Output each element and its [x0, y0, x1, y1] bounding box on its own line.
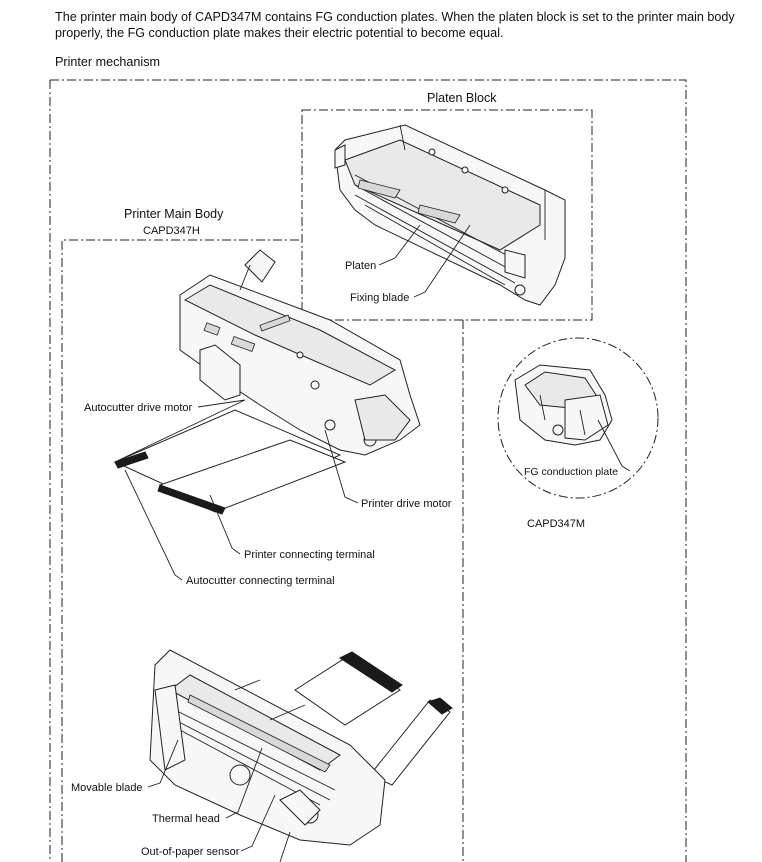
label-printer-main-body: Printer Main Body — [124, 207, 224, 221]
leader-thermal-head — [225, 747, 263, 819]
platen-block-drawing — [334, 124, 566, 306]
label-printer-drive-motor: Printer drive motor — [361, 498, 452, 510]
leader-out-of-paper — [240, 794, 276, 852]
label-out-of-paper-sensor: Out-of-paper sensor — [141, 846, 240, 858]
capd347m-detail-drawing — [514, 364, 613, 446]
leader-printer-motor — [324, 429, 359, 504]
detail-circle — [497, 337, 659, 499]
lower-mechanism-drawing — [149, 649, 453, 846]
label-movable-blade: Movable blade — [71, 782, 143, 794]
label-capd347h: CAPD347H — [143, 225, 200, 237]
label-printer-connecting-terminal: Printer connecting terminal — [244, 549, 375, 561]
label-platen-block: Platen Block — [427, 91, 497, 105]
leader-fixing-blade — [413, 224, 471, 298]
main-body-frame — [61, 239, 302, 862]
leader-platen — [378, 224, 421, 266]
label-fg-conduction-plate: FG conduction plate — [524, 466, 618, 478]
leader-fg-plate — [597, 419, 631, 472]
section-title: Printer mechanism — [55, 55, 160, 69]
leader-autocutter-terminal — [124, 469, 183, 581]
platen-block-frame — [301, 109, 593, 321]
label-fixing-blade: Fixing blade — [350, 292, 409, 304]
leader-bottom — [279, 831, 291, 862]
leader-autocutter-motor — [114, 399, 246, 463]
outer-frame — [50, 79, 687, 862]
label-capd347m: CAPD347M — [527, 518, 585, 530]
leader-movable-blade — [147, 739, 179, 788]
main-body-drawing — [113, 249, 421, 515]
intro-paragraph: The printer main body of CAPD347M contai… — [55, 10, 735, 40]
label-autocutter-connecting-terminal: Autocutter connecting terminal — [186, 575, 335, 587]
label-autocutter-drive-motor: Autocutter drive motor — [84, 402, 193, 414]
leader-printer-terminal — [209, 494, 241, 555]
label-thermal-head: Thermal head — [152, 813, 220, 825]
label-platen: Platen — [345, 260, 376, 272]
